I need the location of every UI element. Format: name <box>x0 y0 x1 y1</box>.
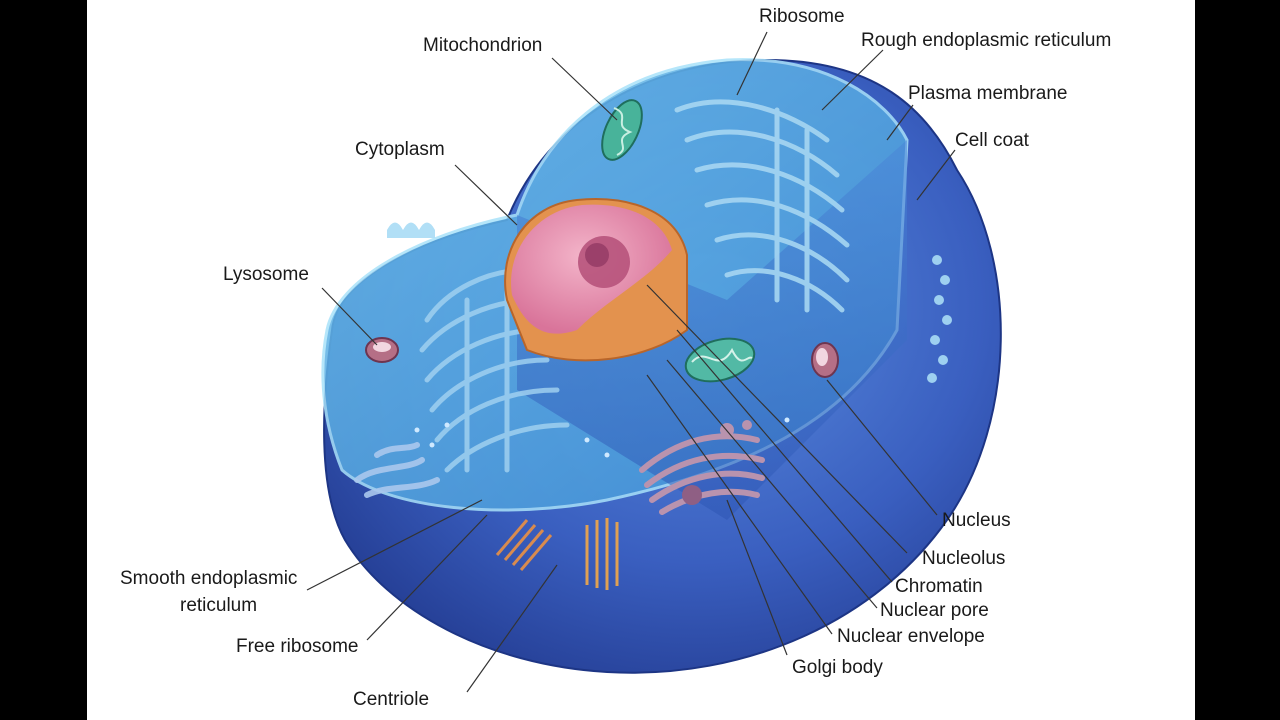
label-golgi-body: Golgi body <box>792 657 883 679</box>
label-nuclear-envelope: Nuclear envelope <box>837 626 985 648</box>
label-cell-coat: Cell coat <box>955 130 1029 152</box>
label-lysosome: Lysosome <box>223 264 309 286</box>
label-smooth-er-line2: reticulum <box>180 595 257 617</box>
right-letterbox <box>1195 0 1280 720</box>
label-smooth-er-line1: Smooth endoplasmic <box>120 568 297 590</box>
label-nucleolus: Nucleolus <box>922 548 1005 570</box>
label-free-ribosome: Free ribosome <box>236 636 359 658</box>
label-chromatin: Chromatin <box>895 576 983 598</box>
lysosome-right <box>812 343 838 377</box>
label-centriole: Centriole <box>353 689 429 711</box>
label-nucleus: Nucleus <box>942 510 1011 532</box>
nucleus <box>505 199 687 360</box>
lysosome-left <box>366 338 398 362</box>
left-letterbox <box>0 0 87 720</box>
label-plasma-membrane: Plasma membrane <box>908 83 1067 105</box>
label-rough-er: Rough endoplasmic reticulum <box>861 30 1111 52</box>
label-mitochondrion: Mitochondrion <box>423 35 542 57</box>
label-nuclear-pore: Nuclear pore <box>880 600 989 622</box>
label-cytoplasm: Cytoplasm <box>355 139 445 161</box>
diagram-canvas: Ribosome Mitochondrion Rough endoplasmic… <box>87 0 1195 720</box>
label-ribosome: Ribosome <box>759 6 845 28</box>
